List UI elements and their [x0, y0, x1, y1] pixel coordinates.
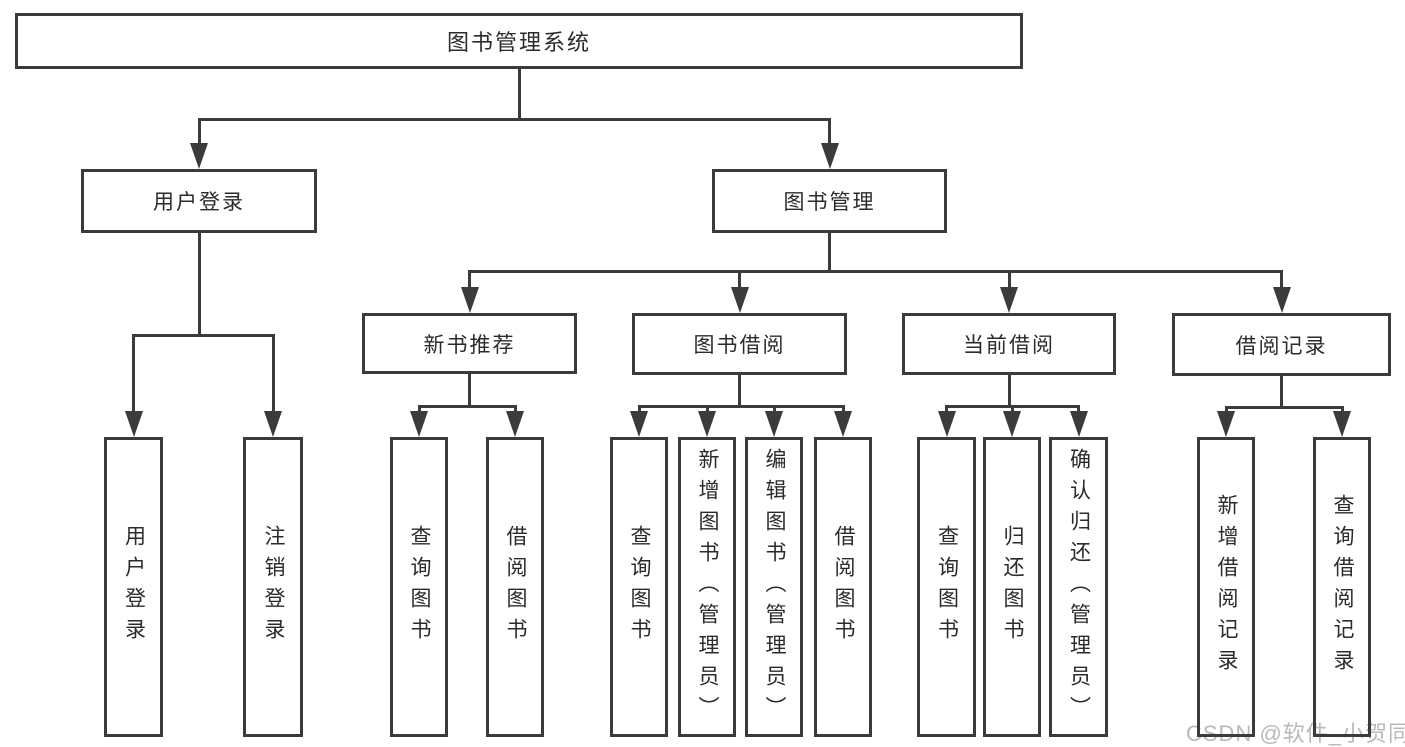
node-borrow-record: 借阅记录: [1172, 313, 1391, 376]
arrow-down-icon: [410, 411, 428, 437]
connector-line: [417, 404, 517, 408]
arrow-down-icon: [1000, 287, 1018, 313]
node-label-leaf-confirm-return: 确认归还（管理员）: [1067, 447, 1091, 727]
node-leaf-logout: 注销登录: [243, 437, 303, 737]
node-leaf-edit-book: 编辑图书（管理员）: [745, 437, 803, 737]
node-label-leaf-add-book: 新增图书（管理员）: [696, 447, 719, 727]
node-new-book-rec: 新书推荐: [362, 313, 577, 374]
arrow-down-icon: [190, 143, 208, 169]
arrow-down-icon: [630, 411, 648, 437]
node-label-leaf-add-record: 新增借阅记录: [1215, 494, 1238, 680]
connector-line: [1280, 271, 1283, 295]
node-label-leaf-return-book: 归还图书: [1001, 525, 1024, 649]
connector-line: [197, 119, 201, 151]
arrow-down-icon: [124, 411, 143, 437]
arrow-down-icon: [460, 287, 479, 313]
connector-line: [637, 404, 845, 408]
node-label-root: 图书管理系统: [446, 30, 591, 55]
node-leaf-add-record: 新增借阅记录: [1197, 437, 1255, 737]
connector-line: [1007, 271, 1011, 295]
node-label-leaf-query-book-2: 查询图书: [628, 525, 651, 649]
arrow-down-icon: [1272, 287, 1291, 313]
arrow-down-icon: [698, 411, 716, 437]
connector-line: [197, 233, 201, 335]
connector-line: [738, 375, 741, 406]
arrow-down-icon: [730, 287, 749, 313]
node-label-book-mgmt: 图书管理: [783, 191, 876, 214]
connector-line: [132, 335, 135, 419]
node-book-borrow: 图书借阅: [632, 313, 847, 375]
node-leaf-query-book-1: 查询图书: [390, 437, 448, 737]
arrow-down-icon: [506, 411, 524, 437]
node-label-leaf-borrow-book-2: 借阅图书: [832, 525, 855, 649]
node-label-leaf-borrow-book-1: 借阅图书: [504, 525, 527, 649]
node-leaf-query-record: 查询借阅记录: [1313, 437, 1371, 737]
connector-line: [468, 271, 471, 295]
arrow-down-icon: [820, 143, 839, 169]
node-label-leaf-query-book-3: 查询图书: [935, 525, 959, 649]
node-label-book-borrow: 图书借阅: [693, 334, 786, 357]
arrow-down-icon: [1333, 411, 1351, 437]
node-leaf-query-book-3: 查询图书: [917, 437, 976, 737]
connector-line: [271, 335, 275, 419]
node-label-user-login: 用户登录: [153, 191, 245, 214]
connector-line: [1224, 405, 1344, 409]
connector-line: [1007, 375, 1011, 406]
node-label-new-book-rec: 新书推荐: [423, 333, 516, 357]
node-book-mgmt: 图书管理: [712, 169, 947, 233]
connector-line: [197, 117, 831, 121]
connector-line: [468, 269, 1283, 273]
connector-line: [828, 119, 831, 151]
connector-line: [1280, 376, 1283, 407]
node-leaf-user-login: 用户登录: [104, 437, 163, 737]
node-root: 图书管理系统: [15, 13, 1023, 69]
arrow-down-icon: [834, 411, 852, 437]
node-label-leaf-edit-book: 编辑图书（管理员）: [763, 447, 786, 727]
node-leaf-add-book: 新增图书（管理员）: [678, 437, 736, 737]
node-label-leaf-query-book-1: 查询图书: [408, 525, 431, 649]
node-leaf-confirm-return: 确认归还（管理员）: [1049, 437, 1108, 737]
node-label-borrow-record: 借阅记录: [1235, 334, 1328, 358]
connector-line: [828, 233, 831, 271]
connector-line: [738, 271, 741, 295]
arrow-down-icon: [264, 411, 282, 437]
arrow-down-icon: [937, 411, 956, 437]
connector-line: [468, 374, 471, 406]
arrow-down-icon: [1003, 411, 1021, 437]
arrow-down-icon: [1069, 411, 1088, 437]
node-label-leaf-logout: 注销登录: [262, 525, 285, 649]
node-label-leaf-query-record: 查询借阅记录: [1331, 494, 1354, 680]
node-leaf-query-book-2: 查询图书: [610, 437, 668, 737]
node-current-borrow: 当前借阅: [902, 313, 1116, 375]
node-label-current-borrow: 当前借阅: [963, 334, 1055, 357]
node-leaf-borrow-book-2: 借阅图书: [814, 437, 872, 737]
node-leaf-borrow-book-1: 借阅图书: [486, 437, 544, 737]
node-user-login: 用户登录: [81, 169, 317, 233]
node-label-leaf-user-login: 用户登录: [122, 525, 146, 649]
arrow-down-icon: [765, 411, 783, 437]
arrow-down-icon: [1217, 411, 1235, 437]
connector-line: [132, 333, 275, 337]
connector-line: [517, 69, 521, 119]
node-leaf-return-book: 归还图书: [983, 437, 1041, 737]
